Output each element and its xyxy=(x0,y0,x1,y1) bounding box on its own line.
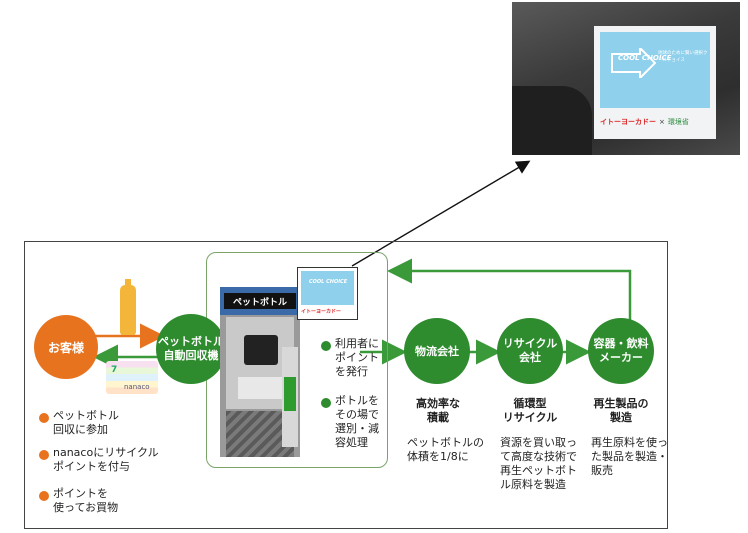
maker-desc-2: た製品を製造・ xyxy=(591,450,668,463)
mini-cool-choice-sticker: COOL CHOICE イトーヨーカドー xyxy=(297,267,358,320)
logistics-heading-2: 積載 xyxy=(427,411,449,424)
customer-point-3-line-1: ポイントを xyxy=(53,487,108,500)
customer-bullet-1 xyxy=(39,413,49,423)
recycle-label-1: リサイクル xyxy=(502,337,558,350)
recycle-desc: 資源を買い取っ て高度な技術で 再生ペットボト ル原料を製造 xyxy=(500,436,577,492)
customer-point-2-line-2: ポイントを付与 xyxy=(53,460,130,473)
machine-point-1: 利用者に ポイント を発行 xyxy=(335,337,379,379)
card-mark: 7 xyxy=(111,365,118,375)
logistics-heading: 高効率な 積載 xyxy=(410,397,466,425)
machine-point-2-line-2: その場で xyxy=(335,408,379,421)
maker-label-1: 容器・飲料 xyxy=(593,337,649,350)
machine-panel xyxy=(238,377,282,399)
photo-dark-band xyxy=(512,86,592,155)
collector-node: ペットボトル 自動回収機 xyxy=(156,314,226,384)
ito-yokado-logo: イトーヨーカドー xyxy=(600,118,656,126)
customer-label: お客様 xyxy=(47,340,84,355)
sticker-subtitle: 地球のために賢い選択クールチョイス xyxy=(658,51,708,63)
recycle-desc-3: 再生ペットボト xyxy=(500,464,577,477)
collector-label-2: 自動回収機 xyxy=(163,349,219,362)
machine-point-2: ボトルを その場で 選別・減 容処理 xyxy=(335,394,379,450)
logistics-label: 物流会社 xyxy=(415,345,459,358)
maker-heading-1: 再生製品の xyxy=(593,397,649,410)
customer-point-1-line-2: 回収に参加 xyxy=(53,423,108,436)
collector-label-1: ペットボトル xyxy=(158,335,224,348)
mini-sticker-title: COOL CHOICE xyxy=(309,279,348,285)
machine-point-2-line-4: 容処理 xyxy=(335,436,368,449)
machine-side-sign xyxy=(284,377,296,411)
recycle-heading-2: リサイクル xyxy=(502,411,558,424)
pet-bottle-icon xyxy=(120,279,136,335)
collection-machine-photo: ペットボトル xyxy=(220,287,300,457)
sticker-blue-panel: COOL CHOICE 地球のために賢い選択クールチョイス xyxy=(600,32,710,108)
customer-point-3: ポイントを 使ってお買物 xyxy=(53,487,118,515)
recycle-desc-4: ル原料を製造 xyxy=(500,478,566,491)
logistics-heading-1: 高効率な xyxy=(416,397,460,410)
logistics-desc-2: 体積を1/8に xyxy=(407,450,469,463)
customer-point-2: nanacoにリサイクル ポイントを付与 xyxy=(53,446,159,474)
logistics-node: 物流会社 xyxy=(404,318,470,384)
customer-point-1: ペットボトル 回収に参加 xyxy=(53,409,119,437)
card-label: nanaco xyxy=(124,383,150,391)
machine-point-2-line-1: ボトルを xyxy=(335,394,379,407)
cool-choice-sticker: COOL CHOICE 地球のために賢い選択クールチョイス イトーヨーカドー ×… xyxy=(594,26,716,139)
machine-bullet-2 xyxy=(321,398,331,408)
maker-desc-1: 再生原料を使っ xyxy=(591,436,668,449)
maker-heading: 再生製品の 製造 xyxy=(588,397,654,425)
machine-bullet-1 xyxy=(321,341,331,351)
customer-node: お客様 xyxy=(34,315,98,379)
recycle-desc-2: て高度な技術で xyxy=(500,450,577,463)
customer-point-2-line-1: nanacoにリサイクル xyxy=(53,446,159,459)
maker-desc: 再生原料を使っ た製品を製造・ 販売 xyxy=(591,436,668,478)
machine-label: ペットボトル xyxy=(224,293,296,309)
machine-point-2-line-3: 選別・減 xyxy=(335,422,379,435)
recycle-desc-1: 資源を買い取っ xyxy=(500,436,577,449)
maker-label-2: メーカー xyxy=(599,351,643,364)
machine-point-1-line-2: ポイント xyxy=(335,351,379,364)
customer-point-1-line-1: ペットボトル xyxy=(53,409,119,422)
sticker-pointer-arrow xyxy=(351,160,531,267)
recycle-heading-1: 循環型 xyxy=(513,397,547,410)
logistics-desc: ペットボトルの 体積を1/8に xyxy=(407,436,484,464)
recycle-label-2: 会社 xyxy=(519,351,541,364)
sticker-title: COOL CHOICE xyxy=(618,54,672,62)
maker-node: 容器・飲料 メーカー xyxy=(588,318,654,384)
arrow-return-loop xyxy=(387,258,632,322)
diagram-frame xyxy=(24,241,668,529)
logistics-desc-1: ペットボトルの xyxy=(407,436,484,449)
mini-sticker-blue: COOL CHOICE xyxy=(301,271,354,305)
mini-sticker-logo: イトーヨーカドー xyxy=(301,309,342,315)
recycle-heading: 循環型 リサイクル xyxy=(496,397,564,425)
recycle-node: リサイクル 会社 xyxy=(497,318,563,384)
customer-bullet-3 xyxy=(39,491,49,501)
machine-point-1-line-3: を発行 xyxy=(335,365,368,378)
maker-heading-2: 製造 xyxy=(610,411,632,424)
maker-desc-3: 販売 xyxy=(591,464,613,477)
customer-bullet-2 xyxy=(39,450,49,460)
logo-separator: × xyxy=(659,118,665,126)
ministry-env-logo: 環境省 xyxy=(667,118,689,126)
bottle-slot xyxy=(244,335,278,365)
machine-point-1-line-1: 利用者に xyxy=(335,337,379,350)
customer-point-3-line-2: 使ってお買物 xyxy=(53,501,119,514)
nanaco-card-icon: 7 nanaco xyxy=(106,361,158,394)
cool-choice-photo: COOL CHOICE 地球のために賢い選択クールチョイス イトーヨーカドー ×… xyxy=(512,2,740,155)
cool-choice-arrow-icon xyxy=(611,48,656,78)
sticker-logos: イトーヨーカドー × 環境省 xyxy=(600,114,710,130)
